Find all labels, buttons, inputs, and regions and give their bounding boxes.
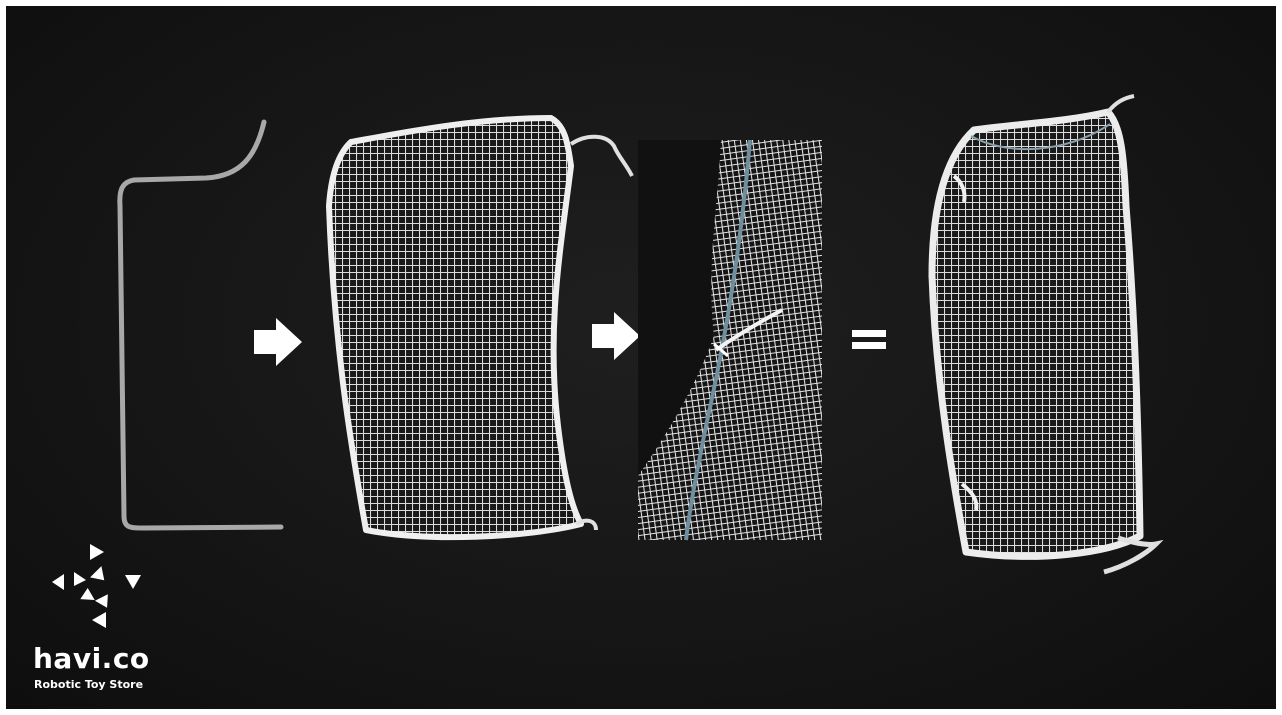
mesh-fabric [329, 118, 632, 537]
equals-icon [852, 330, 886, 349]
mesh-net-bag [932, 96, 1156, 572]
arrow-right-icon [592, 312, 640, 360]
photo-frame: havi.co Robotic Toy Store [6, 6, 1276, 709]
stitch-closeup [638, 140, 822, 540]
scene-illustration [6, 6, 1276, 709]
brand-tagline: Robotic Toy Store [34, 678, 143, 691]
brand-name: havi.co [33, 642, 150, 675]
arrow-right-icon [254, 318, 302, 366]
wire-frame [120, 122, 281, 528]
